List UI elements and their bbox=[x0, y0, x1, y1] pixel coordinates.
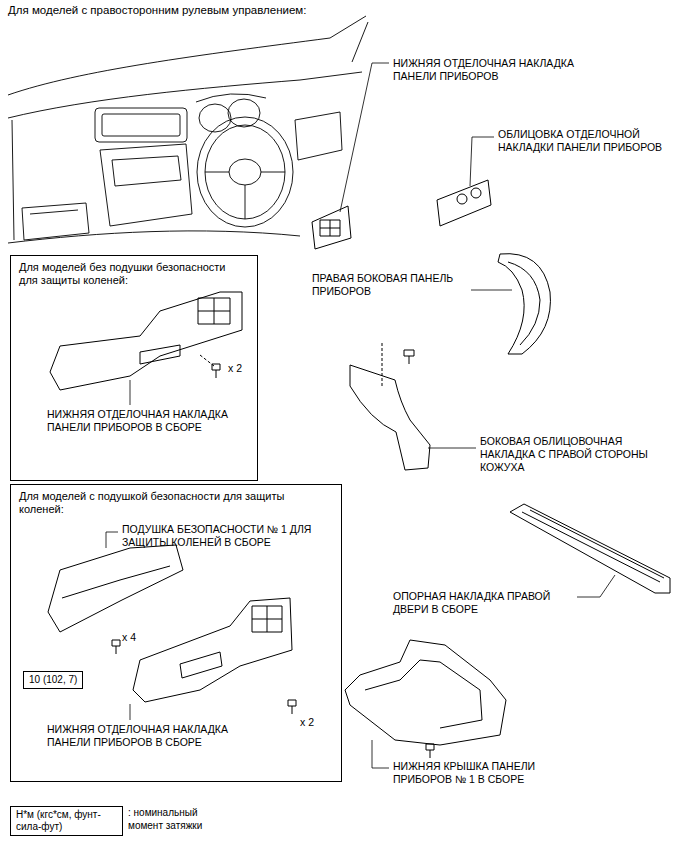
lower-finish-panel-assembly-part bbox=[130, 380, 131, 405]
door-scuff-plate-part bbox=[510, 504, 670, 597]
knee-airbag-part bbox=[62, 566, 170, 598]
cover-part bbox=[470, 137, 494, 186]
torque-legend-box: Н*м (кгс*см, фунт-сила-фут) bbox=[10, 806, 123, 836]
lower-cover-part bbox=[426, 744, 434, 758]
dashboard-sketch bbox=[8, 16, 368, 243]
lower-finish-panel-assembly-part bbox=[212, 364, 220, 378]
dashboard-sketch bbox=[229, 159, 261, 185]
dashboard-sketch bbox=[102, 114, 180, 136]
dashboard-sketch bbox=[196, 94, 266, 102]
box-text: Н*м (кгс*см, фунт-сила-фут) bbox=[16, 809, 117, 833]
dashboard-sketch bbox=[199, 104, 231, 132]
torque-box: 10 (102, 7) bbox=[23, 671, 83, 689]
lower-finish-panel-assembly-part-2 bbox=[180, 652, 222, 678]
door-scuff-plate-part bbox=[577, 575, 615, 597]
dashboard-sketch bbox=[295, 112, 342, 160]
dashboard-sketch bbox=[205, 172, 285, 219]
right-side-panel-part bbox=[498, 254, 550, 354]
lower-finish-panel-assembly-part-2 bbox=[130, 704, 131, 720]
lower-finish-panel-assembly-part-2 bbox=[288, 700, 296, 714]
part-name: БОКОВАЯ ОБЛИЦОВОЧНАЯ НАКЛАДКА С ПРАВОЙ С… bbox=[480, 435, 670, 474]
lower-finish-panel-assembly-part-2 bbox=[252, 606, 282, 632]
right-side-panel-part bbox=[471, 254, 550, 354]
lower-finish-panel-assembly-part bbox=[140, 345, 180, 364]
cover-part bbox=[437, 137, 494, 226]
lower-finish-panel-part bbox=[320, 220, 340, 236]
cover-part bbox=[437, 180, 491, 226]
lower-finish-panel-assembly-part-2 bbox=[130, 598, 296, 720]
quantity: x 4 bbox=[122, 631, 148, 644]
door-scuff-plate-part bbox=[510, 504, 670, 593]
lower-cover-part bbox=[345, 640, 506, 745]
cowl-side-trim-part bbox=[382, 343, 383, 386]
part-name: ПРАВАЯ БОКОВАЯ ПАНЕЛЬ ПРИБОРОВ bbox=[312, 272, 467, 298]
dashboard-sketch bbox=[112, 156, 181, 186]
lower-finish-panel-assembly-part bbox=[50, 292, 242, 405]
dashboard-sketch bbox=[100, 144, 192, 226]
page-title: Для моделей с правосторонним рулевым упр… bbox=[8, 3, 306, 17]
dashboard-sketch bbox=[8, 72, 362, 118]
dashboard-sketch bbox=[12, 120, 14, 240]
part-name: ОБЛИЦОВКА ОТДЕЛОЧНОЙ НАКЛАДКИ ПАНЕЛИ ПРИ… bbox=[498, 128, 680, 154]
right-side-panel-part bbox=[471, 290, 512, 291]
dashboard-sketch bbox=[352, 22, 368, 62]
lower-finish-panel-assembly-part-2 bbox=[133, 598, 292, 702]
legend-note: : номинальный момент затяжки bbox=[128, 807, 228, 832]
lower-finish-panel-part bbox=[312, 206, 351, 249]
variant-frame: Для моделей без подушки безопасности для… bbox=[10, 255, 258, 481]
lower-cover-part bbox=[345, 640, 506, 768]
box-text: Для моделей без подушки безопасности для… bbox=[19, 261, 247, 287]
dashboard-sketch bbox=[8, 38, 330, 95]
cover-part bbox=[457, 194, 467, 204]
box-text: 10 (102, 7) bbox=[29, 674, 77, 686]
lower-finish-panel-part bbox=[340, 63, 389, 212]
part-name: ПОДУШКА БЕЗОПАСНОСТИ № 1 ДЛЯ ЗАЩИТЫ КОЛЕ… bbox=[122, 523, 327, 549]
dashboard-sketch bbox=[95, 108, 187, 142]
lower-finish-panel-assembly-part bbox=[198, 298, 230, 324]
cowl-side-trim-part bbox=[404, 350, 414, 364]
lower-finish-panel-part bbox=[320, 220, 340, 236]
cowl-side-trim-part bbox=[350, 343, 476, 470]
part-name: НИЖНЯЯ ОТДЕЛОЧНАЯ НАКЛАДКА ПАНЕЛИ ПРИБОР… bbox=[47, 408, 252, 434]
cover-part bbox=[471, 188, 481, 198]
knee-airbag-part bbox=[48, 545, 183, 632]
part-name: ОПОРНАЯ НАКЛАДКА ПРАВОЙ ДВЕРИ В СБОРЕ bbox=[393, 590, 573, 616]
lower-finish-panel-assembly-part bbox=[198, 298, 230, 324]
dashboard-sketch bbox=[197, 117, 293, 227]
lower-cover-part bbox=[372, 740, 389, 768]
right-side-panel-part bbox=[508, 262, 540, 345]
dashboard-sketch bbox=[205, 125, 285, 219]
dashboard-sketch bbox=[30, 210, 78, 214]
lower-finish-panel-assembly-part-2 bbox=[252, 606, 282, 632]
part-name: НИЖНЯЯ КРЫШКА ПАНЕЛИ ПРИБОРОВ № 1 В СБОР… bbox=[393, 760, 578, 786]
knee-airbag-part bbox=[106, 532, 118, 548]
lower-cover-part bbox=[365, 660, 482, 728]
cowl-side-trim-part bbox=[428, 448, 476, 449]
knee-airbag-part bbox=[48, 532, 183, 654]
dashboard-sketch bbox=[22, 203, 89, 240]
dashboard-sketch bbox=[228, 99, 260, 127]
lower-finish-panel-part bbox=[312, 63, 389, 249]
part-name: НИЖНЯЯ ОТДЕЛОЧНАЯ НАКЛАДКА ПАНЕЛИ ПРИБОР… bbox=[47, 723, 262, 749]
dashboard-sketch bbox=[330, 16, 366, 38]
quantity: x 2 bbox=[228, 362, 254, 375]
cowl-side-trim-part bbox=[350, 365, 430, 470]
part-name: НИЖНЯЯ ОТДЕЛОЧНАЯ НАКЛАДКА ПАНЕЛИ ПРИБОР… bbox=[393, 57, 593, 83]
box-text: Для моделей с подушкой безопасности для … bbox=[19, 490, 309, 516]
quantity: x 2 bbox=[300, 716, 326, 729]
lower-finish-panel-assembly-part bbox=[50, 292, 242, 390]
dashboard-sketch bbox=[8, 231, 300, 243]
knee-airbag-part bbox=[112, 640, 120, 654]
door-scuff-plate-part bbox=[522, 510, 664, 582]
